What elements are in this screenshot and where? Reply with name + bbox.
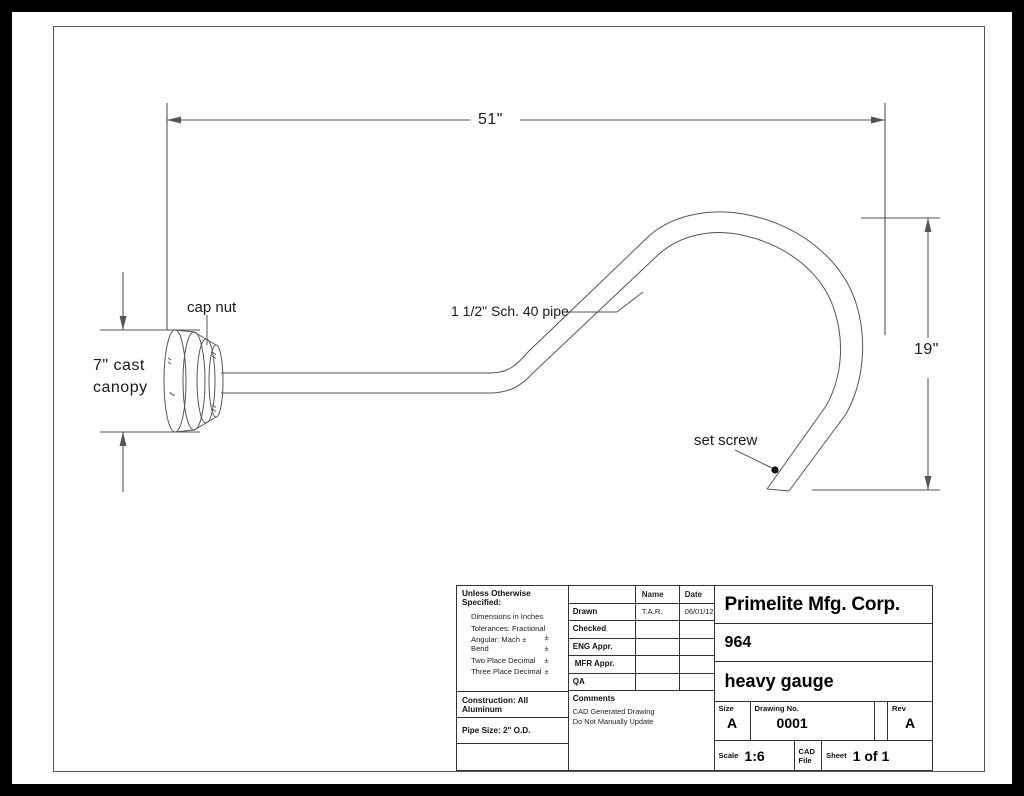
spec-header: Unless Otherwise Specified: — [462, 589, 531, 607]
sheet-value: 1 of 1 — [852, 747, 890, 764]
title-block-approvals-column: Name Date Drawn T.A.R. 06/01/12 Checked … — [568, 586, 715, 770]
approval-date — [680, 656, 714, 673]
drawing-no-caption: Drawing No. — [754, 704, 799, 713]
title-block-specs-column: Unless Otherwise Specified: Dimensions i… — [457, 586, 569, 770]
dimension-label-overall-length: 51" — [478, 111, 503, 128]
approval-name — [636, 638, 680, 655]
company-name: Primelite Mfg. Corp. — [714, 586, 932, 624]
approval-name — [636, 621, 680, 638]
spec-line: Angular: Mach ± Bend± — [471, 635, 549, 653]
comments-header: Comments — [572, 694, 616, 703]
callout-label-cap-nut: cap nut — [187, 299, 237, 316]
identity-spacer — [875, 702, 888, 740]
comment-line: CAD Generated Drawing — [572, 707, 655, 716]
size-caption: Size — [718, 704, 734, 713]
spec-line: Two Place Decimal± — [471, 655, 549, 665]
approval-role-header — [569, 586, 636, 603]
construction-text: Construction: All Aluminum — [462, 695, 529, 714]
approval-date — [680, 621, 714, 638]
rev-cell: Rev A — [888, 702, 932, 740]
size-cell: Size A — [715, 702, 751, 740]
callout-label-pipe-spec: 1 1/2" Sch. 40 pipe — [451, 303, 569, 319]
dimension-label-canopy: 7" cast canopy — [93, 357, 148, 396]
approval-name — [636, 656, 680, 673]
scale-caption: Scale — [718, 751, 739, 760]
approval-role: Drawn — [569, 603, 636, 620]
product-description: heavy gauge — [714, 662, 932, 702]
pipe-size-text: Pipe Size: 2" O.D. — [462, 726, 531, 735]
spec-line: Three Place Decimal± — [471, 667, 549, 676]
cad-file-cell: CAD File — [795, 741, 822, 770]
approval-name: T.A.R. — [636, 603, 680, 620]
drawing-no-value: 0001 — [776, 715, 808, 731]
approval-role: QA — [569, 673, 636, 690]
approval-date: 06/01/12 — [684, 607, 714, 616]
rev-value: A — [904, 715, 916, 731]
comments-cell: Comments CAD Generated Drawing Do Not Ma… — [569, 691, 714, 770]
identity-row: Size A Drawing No. 0001 Rev A — [714, 702, 932, 741]
approval-date — [680, 639, 714, 656]
approval-name — [636, 673, 680, 690]
model-number: 964 — [714, 624, 932, 662]
spec-line: Dimensions in Inches — [471, 612, 544, 621]
approval-role: Checked — [569, 621, 636, 638]
spec-line: Tolerances: Fractional± — [471, 623, 549, 642]
approval-name-header: Name — [636, 586, 680, 603]
sheet-caption: Sheet — [826, 751, 847, 760]
spare-cell — [457, 744, 568, 770]
sheet-cell: Sheet 1 of 1 — [822, 741, 932, 770]
approval-row: Drawn T.A.R. 06/01/12 — [568, 603, 714, 621]
title-block-identity-column: Primelite Mfg. Corp. 964 heavy gauge Siz… — [714, 586, 932, 770]
pipe-size-cell: Pipe Size: 2" O.D. — [457, 718, 568, 744]
approval-header-row: Name Date — [568, 586, 714, 604]
approval-role: MFR Appr. — [569, 656, 636, 673]
title-block: Unless Otherwise Specified: Dimensions i… — [456, 585, 933, 771]
rev-caption: Rev — [892, 704, 906, 713]
approval-date — [680, 674, 714, 691]
scale-value: 1:6 — [744, 747, 765, 764]
comment-line: Do Not Manually Update — [572, 717, 654, 726]
approval-row: MFR Appr. — [568, 656, 714, 674]
approval-role: ENG Appr. — [569, 638, 636, 655]
dimension-label-drop-height: 19" — [914, 341, 939, 358]
scale-cell: Scale 1:6 — [715, 741, 795, 770]
callout-label-set-screw: set screw — [694, 432, 758, 449]
footer-row: Scale 1:6 CAD File Sheet 1 of 1 — [715, 741, 932, 770]
approval-date-header: Date — [684, 589, 703, 599]
approval-row: QA — [568, 673, 714, 691]
approval-row: ENG Appr. — [568, 638, 714, 656]
size-value: A — [726, 715, 738, 731]
approval-row: Checked — [568, 621, 714, 639]
cad-file-caption: CAD File — [798, 746, 815, 765]
tolerance-spec-cell: Unless Otherwise Specified: Dimensions i… — [457, 586, 568, 692]
drawing-no-cell: Drawing No. 0001 — [751, 702, 875, 740]
construction-cell: Construction: All Aluminum — [457, 692, 568, 718]
